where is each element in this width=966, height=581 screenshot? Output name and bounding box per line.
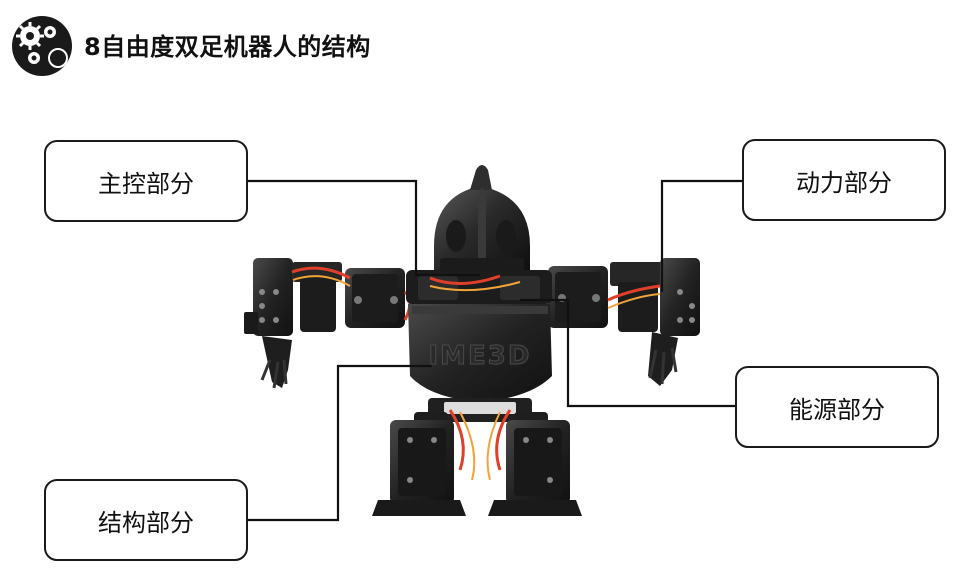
label-energy-text: 能源部分 — [789, 395, 885, 424]
robot-shoulders — [406, 270, 552, 304]
page-title: 8自由度双足机器人的结构 — [84, 33, 371, 61]
label-power-text: 动力部分 — [796, 168, 892, 197]
right-leg — [488, 412, 582, 516]
robot-head — [434, 165, 530, 276]
right-arm — [541, 258, 700, 386]
leader-line-main-control — [248, 179, 480, 277]
robot-chest: IME3D — [408, 304, 552, 402]
leader-line-power — [660, 179, 742, 292]
label-main-control: 主控部分 — [44, 140, 248, 222]
leader-lines — [248, 179, 742, 522]
label-energy: 能源部分 — [735, 366, 939, 448]
left-leg — [372, 412, 466, 516]
label-structure-text: 结构部分 — [98, 508, 194, 537]
label-main-control-text: 主控部分 — [98, 169, 194, 198]
leader-line-structure — [248, 364, 432, 522]
label-structure: 结构部分 — [44, 479, 248, 561]
left-arm — [244, 258, 412, 389]
label-power: 动力部分 — [742, 139, 946, 221]
gear-cluster-logo — [12, 16, 72, 76]
chest-logo-text: IME3D — [429, 341, 532, 371]
robot-hips — [428, 398, 532, 481]
leader-line-energy — [520, 298, 735, 408]
